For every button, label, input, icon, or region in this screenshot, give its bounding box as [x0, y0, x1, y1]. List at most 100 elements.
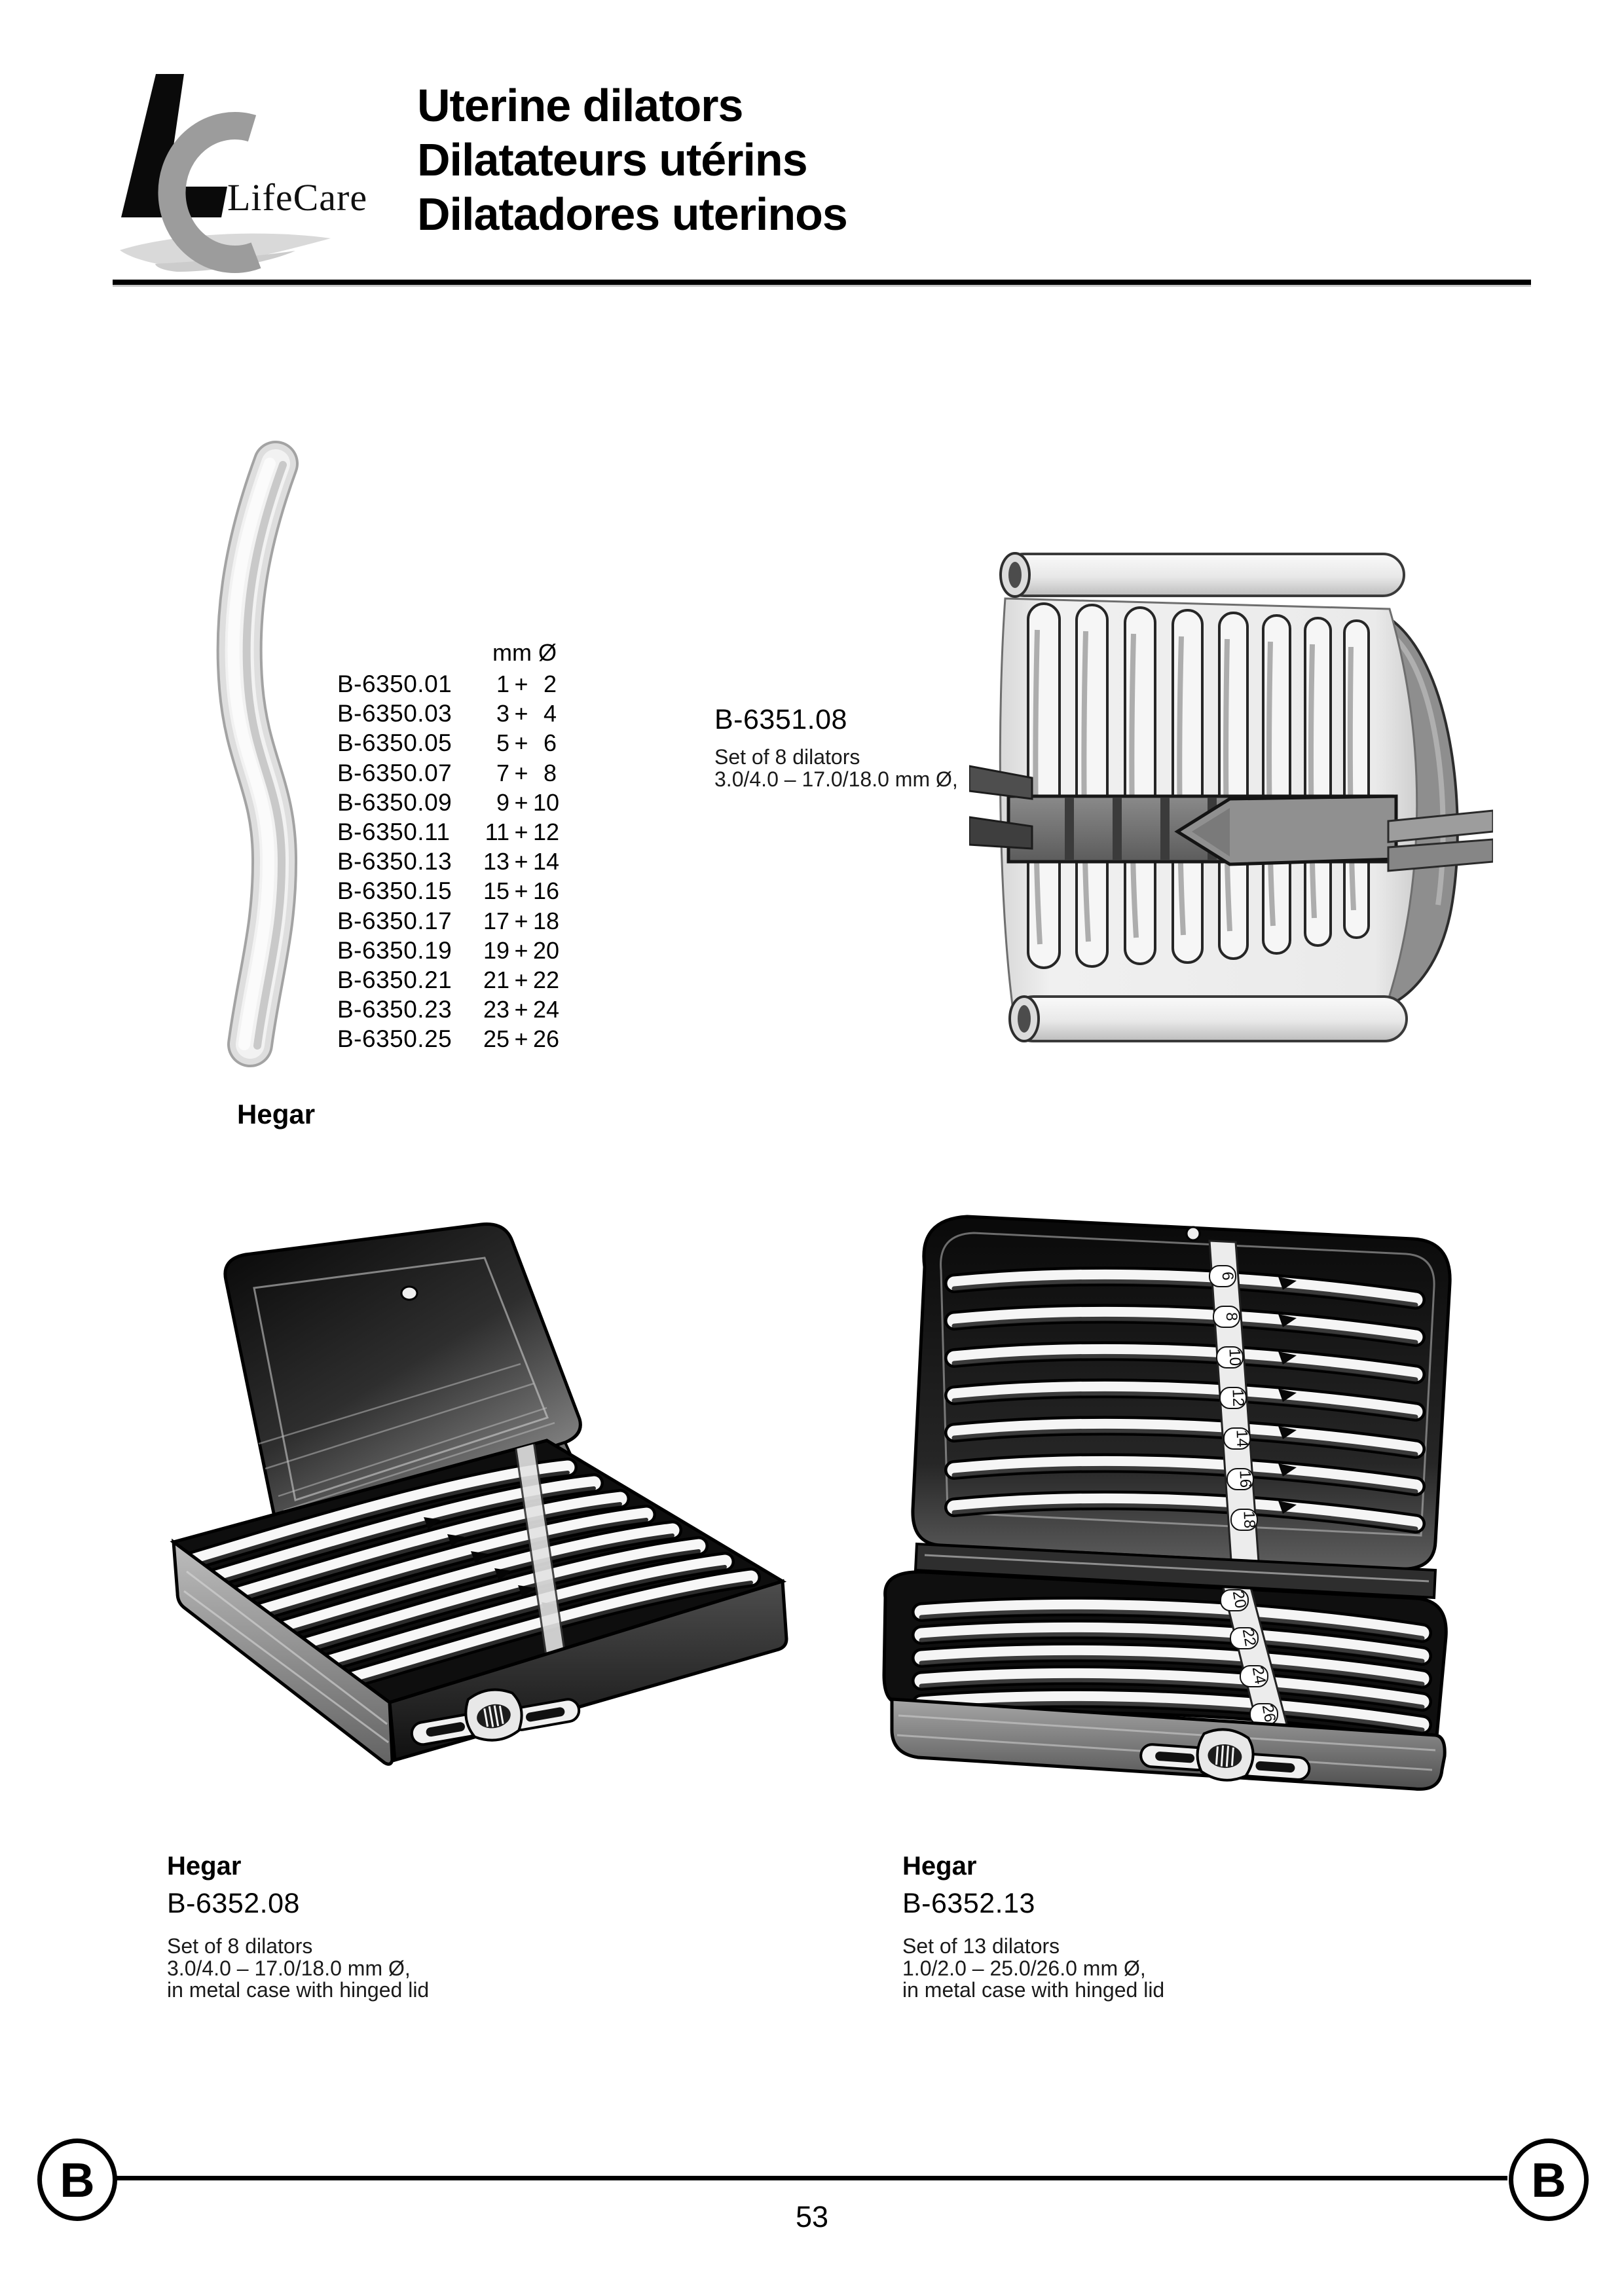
metal-case-13-illustration: 6 8 10 12 14 16 18	[882, 1215, 1452, 1791]
strap-size-label: 24	[1249, 1665, 1269, 1685]
pouch-top-roll	[1002, 553, 1405, 597]
footer-rule	[117, 2176, 1507, 2180]
case-13-code: B-6352.13	[902, 1888, 1035, 1919]
size-table-row: B-6350.13 13 + 14	[337, 848, 573, 877]
set-6351-code: B-6351.08	[714, 704, 847, 735]
size-value-left: 9	[496, 788, 509, 816]
size-table-row: B-6350.15 15 + 16	[337, 877, 573, 907]
size-value-right: 24	[533, 996, 560, 1023]
size-value-left: 3	[496, 700, 509, 727]
size-value-left: 13	[483, 848, 509, 875]
case8-front-face	[172, 1538, 394, 1766]
size-value-right: 4	[543, 700, 557, 727]
pouch-slot-shading	[1033, 629, 1356, 945]
product-code: B-6350.05	[337, 729, 452, 757]
case8-dilators	[180, 1441, 761, 1691]
size-value-left: 1	[496, 670, 509, 697]
product-code: B-6350.13	[337, 848, 452, 875]
pouch-left-tie-upper	[969, 765, 1033, 800]
case13-base-strap-chips: 20 22 24 26	[1220, 1589, 1279, 1725]
set-6351-block: B-6351.08 Set of 8 dilators 3.0/4.0 – 17…	[714, 704, 958, 790]
size-table: B-6350.01 1 + 2 B-6350.03 3 + 4 B-6350.0…	[337, 670, 573, 1055]
case13-lid-tips	[1278, 1277, 1297, 1514]
case-13-desc: Set of 13 dilators 1.0/2.0 – 25.0/26.0 m…	[902, 1935, 1164, 2002]
plus-sign: +	[514, 788, 528, 816]
case-8-desc3: in metal case with hinged lid	[167, 1978, 430, 2002]
size-table-row: B-6350.19 19 + 20	[337, 937, 573, 966]
size-table-row: B-6350.17 17 + 18	[337, 908, 573, 937]
size-value-left: 23	[483, 996, 509, 1023]
strap-size-label: 16	[1236, 1470, 1255, 1488]
size-value-right: 16	[533, 877, 560, 905]
size-table-row: B-6350.09 9 + 10	[337, 789, 573, 818]
size-value-right: 14	[533, 848, 560, 875]
size-table-row: B-6350.05 5 + 6	[337, 729, 573, 759]
product-code: B-6350.11	[337, 818, 451, 845]
size-value-left: 17	[483, 907, 509, 934]
case-8-name: Hegar	[167, 1852, 242, 1881]
plus-sign: +	[514, 848, 528, 875]
hegar-dilator-caption: Hegar	[237, 1099, 316, 1129]
section-marker-left: B	[37, 2139, 117, 2221]
plus-sign: +	[514, 996, 528, 1023]
product-code: B-6350.23	[337, 996, 452, 1023]
product-code: B-6350.03	[337, 700, 452, 727]
plus-sign: +	[514, 966, 528, 993]
lifecare-logo: LifeCare	[115, 65, 390, 275]
hegar-dilator-illustration	[216, 441, 299, 1067]
plus-sign: +	[514, 670, 528, 697]
set-6351-desc: Set of 8 dilators 3.0/4.0 – 17.0/18.0 mm…	[714, 746, 958, 790]
case13-hinge	[913, 1542, 1437, 1600]
case8-dilator-tips	[424, 1517, 559, 1615]
plus-sign: +	[514, 936, 528, 964]
size-value-left: 19	[483, 936, 509, 964]
strap-size-label: 10	[1226, 1348, 1244, 1367]
brand-wordmark: LifeCare	[227, 176, 368, 219]
header-rule	[113, 280, 1531, 287]
case-13-text-block: Hegar B-6352.13 Set of 13 dilators 1.0/2…	[902, 1852, 1164, 2002]
plus-sign: +	[514, 907, 528, 934]
pouch-right-tie-upper	[1387, 809, 1493, 843]
product-code: B-6350.21	[337, 966, 452, 993]
size-table-unit-header: mm Ø	[492, 639, 557, 666]
plus-sign: +	[514, 759, 528, 786]
plus-sign: +	[514, 729, 528, 757]
size-value-right: 8	[543, 759, 557, 786]
product-code: B-6350.07	[337, 759, 452, 786]
section-letter: B	[60, 2152, 95, 2207]
size-value-right: 6	[543, 729, 557, 757]
case-8-code: B-6352.08	[167, 1888, 300, 1919]
logo-letter-l	[121, 74, 227, 217]
strap-size-label: 26	[1259, 1703, 1279, 1723]
size-table-row: B-6350.11 11 + 12	[337, 818, 573, 848]
size-table-row: B-6350.23 23 + 24	[337, 996, 573, 1025]
metal-case-8-illustration	[170, 1222, 788, 1766]
set-6351-desc2: 3.0/4.0 – 17.0/18.0 mm Ø,	[714, 767, 958, 791]
case8-lid-sheen	[258, 1363, 555, 1512]
case13-lid-dilators: 6 8 10 12 14 16 18	[944, 1239, 1426, 1563]
product-code: B-6350.17	[337, 907, 452, 934]
strap-size-label: 18	[1240, 1511, 1259, 1529]
size-value-right: 10	[533, 788, 560, 816]
size-table-row: B-6350.03 3 + 4	[337, 700, 573, 729]
case-8-text-block: Hegar B-6352.08 Set of 8 dilators 3.0/4.…	[167, 1852, 429, 2002]
case-8-desc1: Set of 8 dilators	[167, 1934, 313, 1958]
size-value-right: 20	[533, 936, 560, 964]
size-value-right: 26	[533, 1025, 560, 1053]
plus-sign: +	[514, 877, 528, 905]
pouch-bottom-roll	[1010, 995, 1408, 1042]
size-value-left: 11	[485, 818, 509, 845]
strap-size-label: 8	[1223, 1312, 1240, 1321]
strap-size-label: 12	[1229, 1389, 1247, 1407]
dilator-set-pouch-illustration	[969, 552, 1493, 1042]
logo-letter-c	[158, 112, 261, 274]
pouch-left-tie-lower	[969, 816, 1033, 850]
pouch-slots	[1027, 602, 1370, 969]
strap-size-label: 22	[1239, 1627, 1259, 1647]
case13-clasp	[1139, 1728, 1311, 1782]
size-value-left: 21	[483, 966, 509, 993]
lifecare-logo-mark	[120, 74, 331, 274]
section-letter: B	[1531, 2152, 1566, 2207]
section-marker-right: B	[1509, 2139, 1589, 2221]
